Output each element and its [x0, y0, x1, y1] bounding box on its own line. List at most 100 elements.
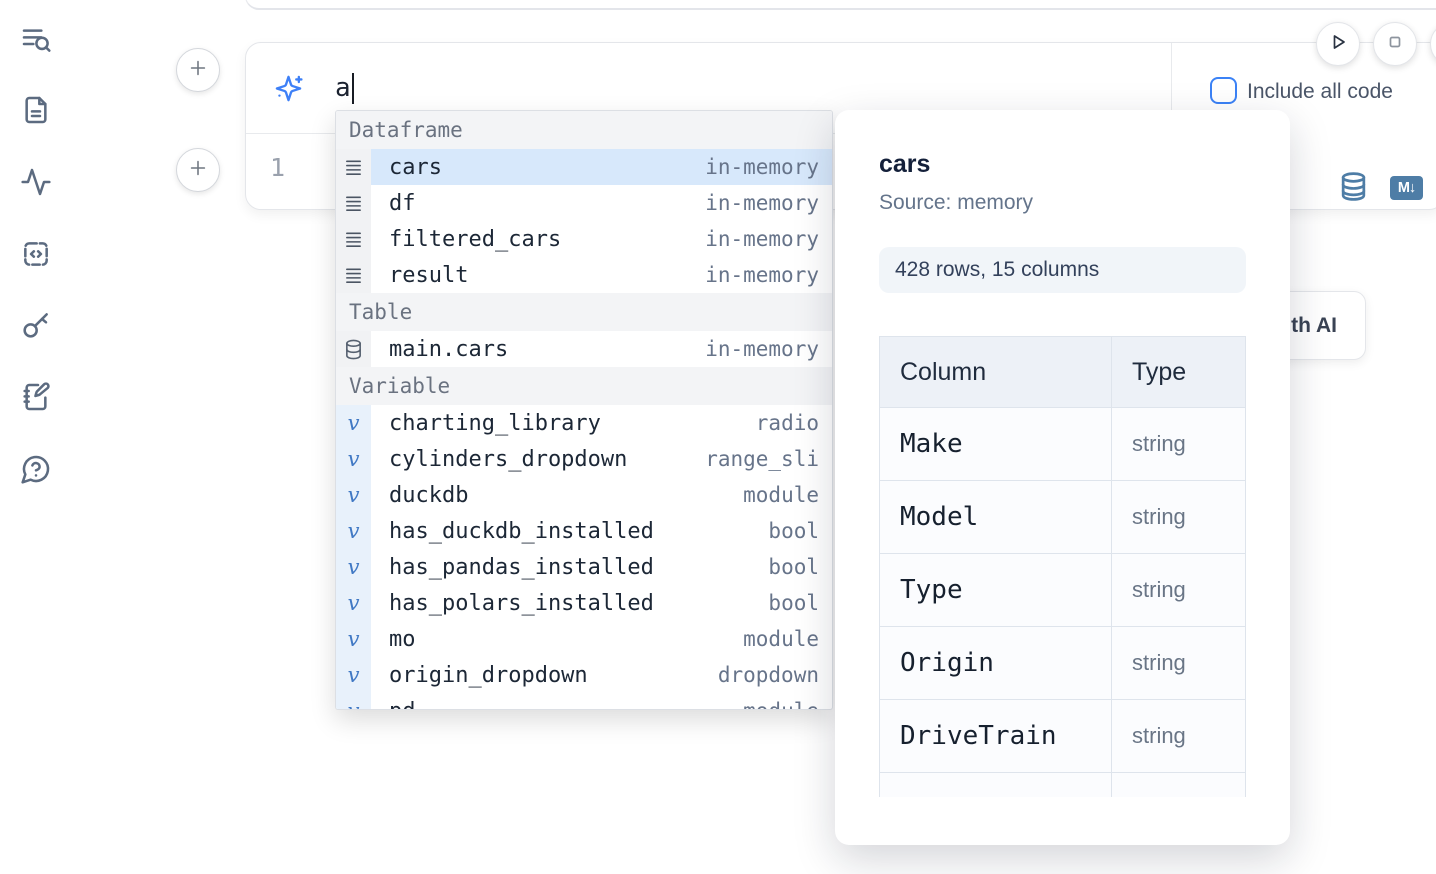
dataframe-gutter: [336, 185, 371, 221]
sidebar: [0, 0, 72, 874]
sparkles-ai-icon: [275, 75, 303, 101]
item-type: in-memory: [705, 337, 819, 361]
variable-gutter: v: [336, 549, 371, 585]
item-name: has_polars_installed: [389, 590, 654, 616]
autocomplete-item[interactable]: v duckdb module: [336, 477, 832, 513]
text-caret: [351, 72, 354, 104]
code-editor[interactable]: 1: [246, 134, 1171, 210]
item-name: cylinders_dropdown: [389, 446, 628, 472]
add-cell-above-button[interactable]: [176, 48, 220, 92]
item-name: origin_dropdown: [389, 662, 588, 688]
markdown-icon[interactable]: M↓: [1390, 176, 1423, 200]
code-snippets-icon[interactable]: [20, 238, 52, 270]
plus-icon: [187, 57, 209, 84]
item-name: main.cars: [389, 336, 509, 362]
variable-icon: v: [347, 591, 360, 615]
column-type-cell: string: [1111, 407, 1246, 481]
autocomplete-item[interactable]: v has_pandas_installed bool: [336, 549, 832, 585]
item-type: dropdown: [717, 663, 819, 687]
schema-row: [879, 772, 1246, 797]
variable-gutter: v: [336, 693, 371, 709]
dataframe-rows-icon: [346, 232, 361, 247]
item-type: bool: [768, 519, 819, 543]
column-type-cell: string: [1111, 553, 1246, 627]
add-cell-below-button[interactable]: [176, 148, 220, 192]
variable-icon: v: [347, 483, 360, 507]
stop-icon: [1383, 30, 1407, 59]
variable-gutter: v: [336, 657, 371, 693]
activity-icon[interactable]: [20, 166, 52, 198]
item-name: df: [389, 190, 416, 216]
item-type: bool: [768, 591, 819, 615]
autocomplete-item[interactable]: filtered_cars in-memory: [336, 221, 832, 257]
play-icon: [1326, 30, 1350, 59]
variable-icon: v: [347, 555, 360, 579]
variable-icon: v: [347, 627, 360, 651]
preview-title: cars: [879, 150, 931, 178]
item-type: module: [743, 483, 819, 507]
autocomplete-section-header: Dataframe: [336, 111, 832, 149]
run-cell-button[interactable]: [1316, 22, 1360, 66]
autocomplete-item[interactable]: v has_duckdb_installed bool: [336, 513, 832, 549]
stop-button[interactable]: [1373, 22, 1417, 66]
column-name-cell: DriveTrain: [879, 699, 1112, 773]
list-search-icon[interactable]: [20, 24, 52, 56]
item-name: charting_library: [389, 410, 601, 436]
item-name: cars: [389, 154, 442, 180]
item-type: bool: [768, 555, 819, 579]
column-type-cell: string: [1111, 699, 1246, 773]
variable-gutter: v: [336, 513, 371, 549]
file-text-icon[interactable]: [20, 94, 52, 126]
dataframe-rows-icon: [346, 160, 361, 175]
item-type: module: [743, 699, 819, 709]
table-gutter: [336, 331, 371, 367]
dataframe-rows-icon: [346, 268, 361, 283]
variable-gutter: v: [336, 405, 371, 441]
item-name: duckdb: [389, 482, 469, 508]
previous-cell-edge: [245, 0, 1436, 10]
item-type: module: [743, 627, 819, 651]
column-name-cell: Type: [879, 553, 1112, 627]
help-chat-icon[interactable]: [20, 453, 52, 485]
item-name: pd: [389, 699, 416, 710]
include-all-code-checkbox[interactable]: [1210, 77, 1237, 104]
dataframe-gutter: [336, 221, 371, 257]
column-type-cell: string: [1111, 480, 1246, 554]
item-type: radio: [755, 411, 819, 435]
variable-icon: v: [347, 663, 360, 687]
dataframe-preview-panel: cars Source: memory 428 rows, 15 columns…: [835, 110, 1290, 845]
key-icon[interactable]: [20, 309, 52, 341]
autocomplete-item[interactable]: v charting_library radio: [336, 405, 832, 441]
notebook-pen-icon[interactable]: [20, 381, 52, 413]
preview-source: Source: memory: [879, 191, 1034, 214]
autocomplete-item[interactable]: main.cars in-memory: [336, 331, 832, 367]
autocomplete-item[interactable]: v origin_dropdown dropdown: [336, 657, 832, 693]
schema-header-cell: Type: [1111, 336, 1246, 408]
item-name: has_duckdb_installed: [389, 518, 654, 544]
column-name-cell: Origin: [879, 626, 1112, 700]
shape-badge: 428 rows, 15 columns: [879, 247, 1246, 293]
variable-icon: v: [347, 411, 360, 435]
autocomplete-item[interactable]: v pd module: [336, 693, 832, 710]
variable-gutter: v: [336, 441, 371, 477]
dataframe-gutter: [336, 257, 371, 293]
item-type: in-memory: [705, 227, 819, 251]
autocomplete-item[interactable]: v has_polars_installed bool: [336, 585, 832, 621]
item-name: has_pandas_installed: [389, 554, 654, 580]
variable-gutter: v: [336, 477, 371, 513]
dataframe-gutter: [336, 149, 371, 185]
item-type: in-memory: [705, 263, 819, 287]
item-name: filtered_cars: [389, 226, 562, 252]
database-icon[interactable]: [1338, 171, 1369, 202]
